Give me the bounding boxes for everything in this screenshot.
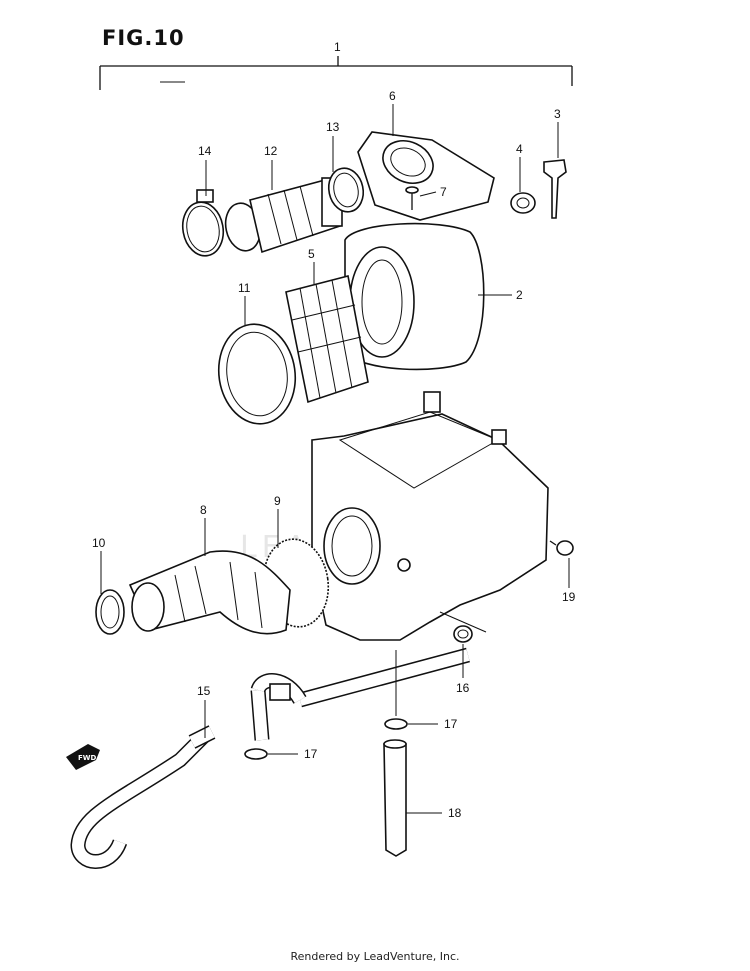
air-cleaner-case[interactable]: [311, 391, 549, 641]
callout-3: 3: [554, 107, 561, 121]
callout-11: 11: [238, 281, 251, 295]
callout-16: 16: [456, 681, 470, 695]
duct-clamp-part[interactable]: [95, 589, 125, 635]
hose-joint-part[interactable]: [269, 683, 291, 701]
callout-10: 10: [92, 536, 106, 550]
callout-4: 4: [516, 142, 523, 156]
intake-tube-part[interactable]: [221, 177, 343, 254]
screw-part[interactable]: [405, 186, 419, 210]
grommet-part[interactable]: [510, 192, 536, 214]
intake-duct-part[interactable]: [128, 550, 291, 635]
leader-lines: [100, 104, 570, 814]
callout-12: 12: [264, 144, 278, 158]
assembly-bracket: [99, 56, 573, 90]
callout-18: 18: [448, 806, 462, 820]
callout-8: 8: [200, 503, 207, 517]
hose-clip-upper-part[interactable]: [384, 718, 408, 730]
drain-tube-part[interactable]: [383, 739, 407, 857]
callout-7: 7: [440, 185, 447, 199]
callout-17-lower: 17: [304, 747, 318, 761]
callout-6: 6: [389, 89, 396, 103]
callout-labels: 1 2 3 4 5 6 7 8 9 10 11 12 13 14 15 16 1…: [92, 40, 576, 820]
figure-title: FIG.10: [102, 26, 185, 50]
callout-19: 19: [562, 590, 576, 604]
callout-15: 15: [197, 684, 211, 698]
bolt-part[interactable]: [549, 540, 574, 556]
forward-arrow-icon: FWD: [66, 744, 100, 770]
forward-label: FWD: [78, 754, 97, 762]
gasket-ring-part[interactable]: [325, 165, 367, 215]
footer-credit: Rendered by LeadVenture, Inc.: [290, 950, 460, 963]
filter-cage-part[interactable]: [285, 275, 369, 404]
callout-13: 13: [326, 120, 340, 134]
air-cleaner-cap-part[interactable]: [357, 131, 495, 221]
clip-part[interactable]: [543, 159, 567, 219]
ring-seal-part[interactable]: [212, 319, 301, 429]
clamp-part[interactable]: [179, 189, 228, 259]
breather-hose-part[interactable]: [70, 647, 470, 869]
callout-5: 5: [308, 247, 315, 261]
filter-element-part[interactable]: [344, 222, 485, 371]
hose-clamp-part[interactable]: [453, 625, 473, 643]
callout-17-upper: 17: [444, 717, 458, 731]
callout-2: 2: [516, 288, 523, 302]
callout-1: 1: [334, 40, 341, 54]
hose-clip-lower-part[interactable]: [244, 748, 268, 760]
callout-14: 14: [198, 144, 212, 158]
callout-9: 9: [274, 494, 281, 508]
